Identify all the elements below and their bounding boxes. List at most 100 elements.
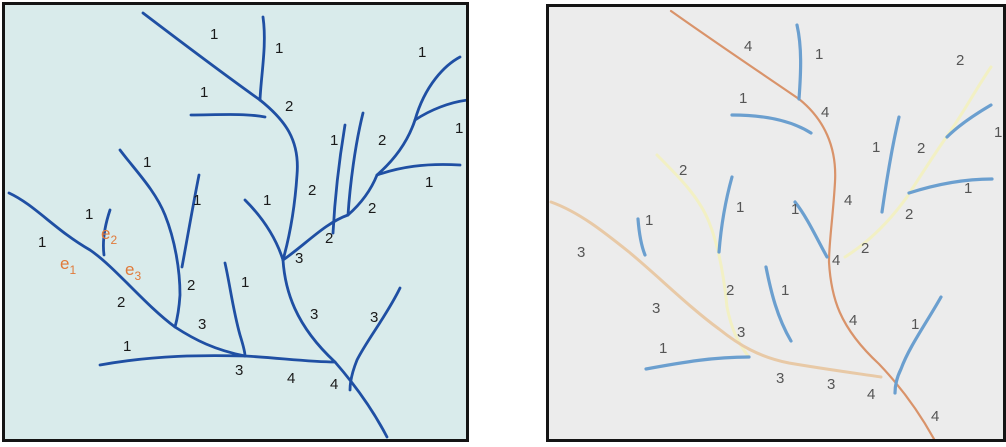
right-order-label: 4: [821, 104, 829, 121]
left-order-label: 1: [200, 84, 208, 101]
left-order-label: 1: [210, 26, 218, 43]
right-order-label: 1: [791, 201, 799, 218]
right-order-label: 3: [577, 244, 585, 261]
left-order-label: 2: [325, 230, 333, 247]
right-order-label: 1: [964, 180, 972, 197]
right-order2-channel: [843, 65, 993, 259]
right-streams: [549, 9, 994, 439]
right-order1-channel: [907, 177, 994, 195]
left-main-trunk: [281, 258, 389, 439]
left-stream-network-panel: 1 1 1 1 2 1 2 1 1 1 1 2 1 2 1 2 3 2 1 2 …: [2, 2, 469, 442]
left-tributary-h: [223, 261, 247, 358]
left-order-label: 2: [187, 277, 195, 294]
left-order-labels: 1 1 1 1 2 1 2 1 1 1 1 2 1 2 1 2 3 2 1 2 …: [38, 26, 463, 393]
right-order3-streams: [549, 200, 883, 379]
right-order1-channel: [945, 103, 993, 139]
right-order-label: 4: [849, 312, 857, 329]
left-order-label: 2: [285, 98, 293, 115]
right-order1-channel: [880, 115, 901, 214]
left-order-label: 3: [198, 316, 206, 333]
right-order-label: 1: [815, 46, 823, 63]
right-order1-channel: [730, 113, 813, 135]
right-order4-channel: [669, 9, 936, 439]
right-order-label: 4: [867, 386, 875, 403]
left-order-label: 1: [418, 44, 426, 61]
left-order-label: 1: [123, 338, 131, 355]
left-tributary-f: [243, 198, 285, 262]
left-order-label: 1: [143, 154, 151, 171]
right-order-label: 1: [872, 139, 880, 156]
left-tributary-c: [413, 98, 466, 122]
left-north-channel: [141, 11, 299, 262]
left-order-label: 1: [241, 274, 249, 291]
left-order-label: 2: [378, 132, 386, 149]
right-stream-network: 4 1 2 1 4 1 1 2 2 1 1 1 4 2 1 3 2 4 2 1 …: [549, 9, 1002, 439]
right-order2-channel: [655, 153, 751, 359]
left-tributary-e: [346, 111, 365, 217]
left-tributary-a: [258, 15, 266, 102]
left-tributary-k: [101, 208, 112, 257]
right-stream-network-panel: 4 1 2 1 4 1 1 2 2 1 1 1 4 2 1 3 2 4 2 1 …: [546, 4, 1006, 442]
left-tributary-j: [180, 173, 201, 269]
right-order1-channel: [795, 23, 803, 101]
left-order-label: 3: [310, 306, 318, 323]
right-order1-streams: [636, 23, 994, 395]
left-order-label: 1: [275, 40, 283, 57]
right-order2-streams: [655, 65, 993, 359]
left-order-label: 1: [193, 192, 201, 209]
right-order-label: 2: [956, 52, 964, 69]
right-order1-channel: [644, 355, 751, 371]
right-order-label: 3: [737, 324, 745, 341]
edge-label-e3: e3: [125, 260, 141, 283]
left-order-label: 4: [287, 370, 295, 387]
left-order-label: 1: [85, 206, 93, 223]
left-order-label: 1: [425, 174, 433, 191]
right-order1-channel: [893, 295, 943, 395]
right-order-label: 1: [736, 199, 744, 216]
right-order3-channel: [549, 200, 883, 379]
right-order1-channel: [793, 200, 829, 259]
left-tributary-d: [375, 163, 462, 177]
left-order-label: 2: [308, 182, 316, 199]
right-order1-channel: [717, 175, 734, 254]
edge-label-e1: e1: [60, 254, 76, 277]
right-order-label: 4: [744, 38, 752, 55]
left-order-label: 3: [295, 250, 303, 267]
left-order-label: 1: [38, 234, 46, 251]
left-tributary-l: [348, 286, 402, 392]
left-tributary-i: [118, 148, 182, 329]
right-order1-channel: [636, 217, 647, 257]
left-order-label: 3: [370, 309, 378, 326]
right-order-label: 2: [861, 240, 869, 257]
left-order-label: 2: [368, 200, 376, 217]
right-order-label: 1: [994, 124, 1002, 141]
right-order-labels: 4 1 2 1 4 1 1 2 2 1 1 1 4 2 1 3 2 4 2 1 …: [577, 38, 1002, 425]
right-order-label: 2: [905, 206, 913, 223]
right-order-label: 3: [827, 376, 835, 393]
right-order1-channel: [764, 265, 793, 343]
right-order-label: 1: [645, 212, 653, 229]
left-order-label: 3: [235, 362, 243, 379]
left-tributary-g: [331, 123, 347, 235]
left-order-label: 1: [455, 120, 463, 137]
left-tributary-b: [189, 113, 267, 119]
right-order-label: 4: [931, 408, 939, 425]
right-order-label: 2: [726, 282, 734, 299]
left-west-channel: [7, 191, 247, 358]
edge-label-e2: e2: [101, 224, 117, 247]
left-stream-network: 1 1 1 1 2 1 2 1 1 1 1 2 1 2 1 2 3 2 1 2 …: [7, 11, 466, 439]
right-order-label: 4: [832, 252, 840, 269]
right-order-label: 1: [739, 90, 747, 107]
left-order-label: 1: [263, 192, 271, 209]
right-order-label: 1: [781, 282, 789, 299]
left-streams: [7, 11, 466, 439]
left-order-label: 2: [117, 294, 125, 311]
left-lower-channel: [98, 354, 337, 367]
left-east-channel: [281, 55, 462, 262]
right-order-label: 2: [679, 162, 687, 179]
right-order-label: 3: [652, 300, 660, 317]
right-order-label: 1: [659, 340, 667, 357]
right-order-label: 1: [911, 316, 919, 333]
right-order-label: 2: [917, 140, 925, 157]
right-order4-streams: [669, 9, 936, 439]
